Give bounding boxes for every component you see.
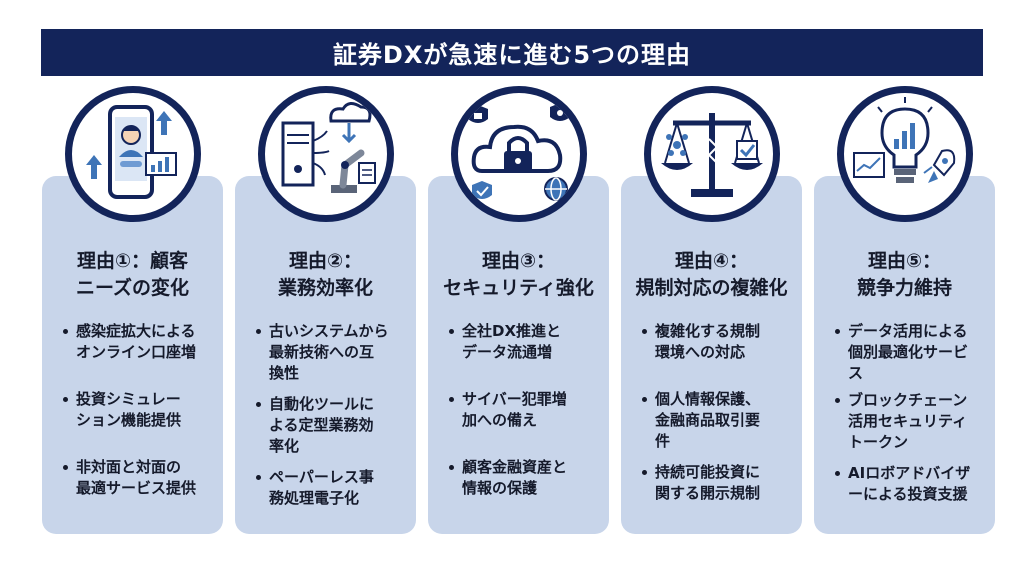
bullet-text: 金融商品取引要 xyxy=(655,411,761,429)
bullet-text: 全社DX推進と xyxy=(462,322,562,340)
reason-bullet: 持続可能投資に 関する開示規制 xyxy=(641,462,796,504)
bullet-text: 換性 xyxy=(269,364,300,382)
card-title-line: 理由①：顧客 xyxy=(76,250,189,272)
bullet-text: ペーパーレス事 xyxy=(269,468,374,486)
card-title-line: 業務効率化 xyxy=(277,277,373,299)
bullet-text: 古いシステムから xyxy=(269,322,389,340)
page-title: 証券DXが急速に進む5つの理由 xyxy=(332,41,692,69)
server-robot-arm-icon xyxy=(281,102,376,193)
reason-bullet: 古いシステムから 最新技術への互 換性 xyxy=(255,321,410,384)
reason-icon-circle-4 xyxy=(644,86,780,222)
card-title-line: セキュリティ強化 xyxy=(443,277,594,299)
bullet-text: 務処理電子化 xyxy=(269,489,360,507)
bullet-text: 自動化ツールに xyxy=(269,395,375,413)
reason-bullet: AIロボアドバイザ ーによる投資支援 xyxy=(834,463,993,505)
bullet-text: ション機能提供 xyxy=(76,411,182,429)
reason-card-title: 理由⑤： 競争力維持 xyxy=(814,248,995,302)
card-title-line: ニーズの変化 xyxy=(75,277,190,299)
reason-icon-circle-3 xyxy=(451,86,587,222)
page-title-banner: 証券DXが急速に進む5つの理由 xyxy=(41,29,983,76)
reason-bullet: ブロックチェーン 活用セキュリティ トークン xyxy=(834,390,993,453)
reason-bullet-list: 古いシステムから 最新技術への互 換性 自動化ツールに よる定型業務効 率化 ペ… xyxy=(255,321,410,535)
bullet-text: 活用セキュリティ xyxy=(848,412,968,430)
bullet-text: 感染症拡大による xyxy=(76,322,196,340)
card-title-line: 競争力維持 xyxy=(856,277,952,299)
reason-card-5: 理由⑤： 競争力維持 データ活用による 個別最適化サービ ス ブロックチェーン … xyxy=(814,176,995,534)
card-title-line: 理由⑤： xyxy=(867,250,942,272)
bullet-text: 顧客金融資産と xyxy=(462,458,568,476)
reason-bullet: 投資シミュレー ション機能提供 xyxy=(62,389,217,431)
reason-icon-circle-1 xyxy=(65,86,201,222)
bullet-text: ス xyxy=(848,364,864,382)
reason-bullet: 複雑化する規制 環境への対応 xyxy=(641,321,796,363)
reason-card-4: 理由④： 規制対応の複雑化 複雑化する規制 環境への対応 個人情報保護、 金融商… xyxy=(621,176,802,534)
reason-bullet: サイバー犯罪増 加への備え xyxy=(448,389,603,431)
reason-card-title: 理由③： セキュリティ強化 xyxy=(428,248,609,302)
bullet-text: 加への備え xyxy=(462,411,538,429)
reason-card-title: 理由②： 業務効率化 xyxy=(235,248,416,302)
bullet-text: 関する開示規制 xyxy=(655,484,761,502)
bullet-text: 個人情報保護、 xyxy=(655,390,761,408)
bullet-text: 最適サービス提供 xyxy=(76,479,197,497)
reason-bullet: 顧客金融資産と 情報の保護 xyxy=(448,457,603,499)
bullet-text: 情報の保護 xyxy=(462,479,538,497)
reason-card-title: 理由①：顧客 ニーズの変化 xyxy=(42,248,223,302)
reason-bullet: 非対面と対面の 最適サービス提供 xyxy=(62,457,217,499)
reason-card-1: 理由①：顧客 ニーズの変化 感染症拡大による オンライン口座増 投資シミュレー … xyxy=(42,176,223,534)
bullet-text: データ流通増 xyxy=(462,343,553,361)
bullet-text: ブロックチェーン xyxy=(848,391,968,409)
cloud-lock-icon xyxy=(468,103,570,201)
reason-bullet: ペーパーレス事 務処理電子化 xyxy=(255,467,410,509)
bullet-text: サイバー犯罪増 xyxy=(462,390,567,408)
card-title-line: 理由②： xyxy=(288,250,363,272)
balance-scale-icon xyxy=(661,113,763,197)
reason-bullet-list: 全社DX推進と データ流通増 サイバー犯罪増 加への備え 顧客金融資産と 情報の… xyxy=(448,321,603,525)
reason-bullet: 自動化ツールに よる定型業務効 率化 xyxy=(255,394,410,457)
reason-card-2: 理由②： 業務効率化 古いシステムから 最新技術への互 換性 自動化ツールに よ… xyxy=(235,176,416,534)
lightbulb-rocket-icon xyxy=(853,97,956,183)
reason-icon-circle-2 xyxy=(258,86,394,222)
card-title-line: 理由③： xyxy=(481,250,556,272)
bullet-text: 持続可能投資に xyxy=(655,463,761,481)
reason-card-3: 理由③： セキュリティ強化 全社DX推進と データ流通増 サイバー犯罪増 加への… xyxy=(428,176,609,534)
reason-bullet-list: 感染症拡大による オンライン口座増 投資シミュレー ション機能提供 非対面と対面… xyxy=(62,321,217,525)
bullet-text: 件 xyxy=(655,432,671,450)
bullet-text: データ活用による xyxy=(848,322,968,340)
bullet-text: 個別最適化サービ xyxy=(848,343,969,361)
bullet-text: 率化 xyxy=(269,437,300,455)
reason-icon-circle-5 xyxy=(837,86,973,222)
bullet-text: 非対面と対面の xyxy=(76,458,182,476)
bullet-text: AIロボアドバイザ xyxy=(848,464,971,482)
bullet-text: 最新技術への互 xyxy=(269,343,375,361)
reason-card-title: 理由④： 規制対応の複雑化 xyxy=(621,248,802,302)
bullet-text: 複雑化する規制 xyxy=(655,322,761,340)
bullet-text: オンライン口座増 xyxy=(76,343,197,361)
reason-bullet-list: 複雑化する規制 環境への対応 個人情報保護、 金融商品取引要 件 持続可能投資に… xyxy=(641,321,796,530)
reason-bullet-list: データ活用による 個別最適化サービ ス ブロックチェーン 活用セキュリティ トー… xyxy=(834,321,993,531)
card-title-line: 規制対応の複雑化 xyxy=(635,277,788,299)
bullet-text: 投資シミュレー xyxy=(76,390,181,408)
reason-bullet: 感染症拡大による オンライン口座増 xyxy=(62,321,217,363)
bullet-text: ーによる投資支援 xyxy=(848,485,968,503)
reason-bullet: 全社DX推進と データ流通増 xyxy=(448,321,603,363)
reason-bullet: 個人情報保護、 金融商品取引要 件 xyxy=(641,389,796,452)
bullet-text: 環境への対応 xyxy=(655,343,746,361)
smartphone-user-icon xyxy=(86,105,177,199)
bullet-text: よる定型業務効 xyxy=(269,416,374,434)
reason-bullet: データ活用による 個別最適化サービ ス xyxy=(834,321,993,384)
card-title-line: 理由④： xyxy=(674,250,749,272)
bullet-text: トークン xyxy=(848,433,909,451)
